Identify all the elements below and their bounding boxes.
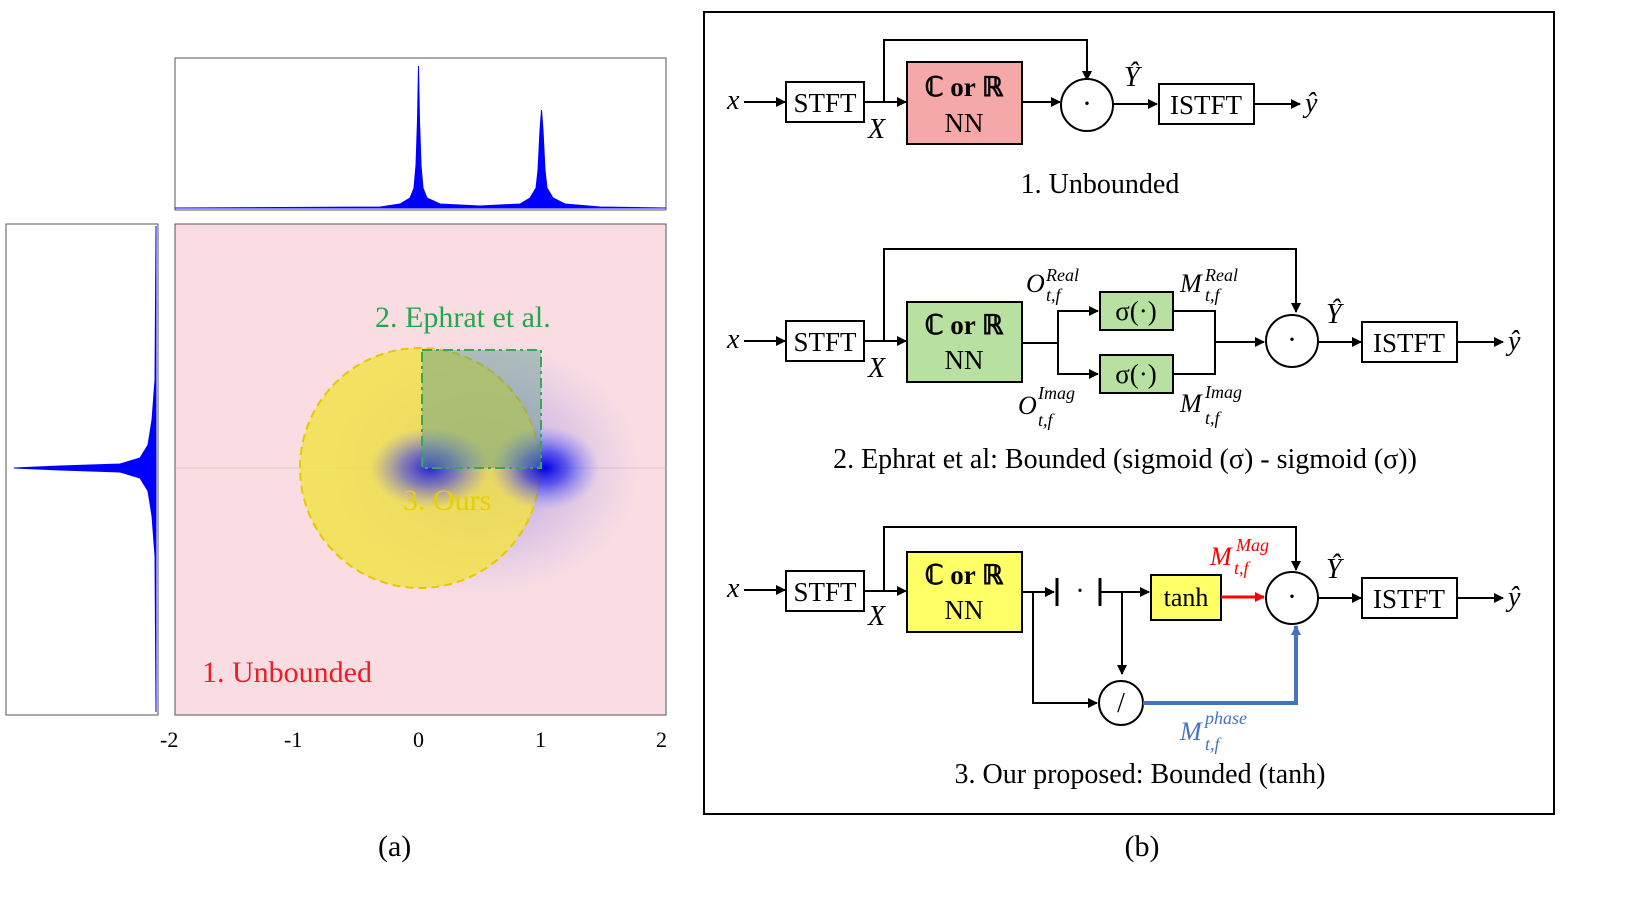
stft-box-2: [785, 320, 865, 362]
svg-text:M: M: [1179, 717, 1203, 746]
svg-text:phase: phase: [1203, 708, 1247, 728]
svg-text:M: M: [1179, 269, 1203, 298]
sigmoid-box-imag: [1099, 354, 1174, 394]
mult-symbol-1: ·: [1082, 87, 1092, 120]
svg-text:t,f: t,f: [1046, 285, 1064, 305]
Yhat-label-1: Ŷ: [1124, 62, 1143, 93]
svg-text:t,f: t,f: [1038, 410, 1056, 430]
X-label-2: X: [867, 353, 886, 384]
caption-1: 1. Unbounded: [1021, 169, 1180, 200]
X-label-1: X: [867, 114, 886, 145]
left-histogram: [5, 223, 159, 716]
label-unbounded: 1. Unbounded: [202, 656, 372, 689]
nn-label-top-3: ℂ or ℝ: [925, 560, 1004, 590]
density-blob-one: [490, 426, 600, 510]
svg-text:M: M: [1179, 389, 1203, 418]
input-x-1: x: [726, 85, 740, 116]
ephrat-region: [421, 349, 542, 469]
top-histogram-curve: [174, 65, 667, 209]
nn-label-bottom-1: NN: [945, 108, 984, 138]
istft-box-2: [1361, 321, 1458, 363]
istft-box-3: [1361, 577, 1458, 619]
Yhat-label-3: Ŷ: [1326, 554, 1345, 585]
svg-text:t,f: t,f: [1205, 734, 1223, 754]
label-M-mag: M Mag t,f: [1209, 535, 1269, 578]
svg-text:Mag: Mag: [1235, 535, 1269, 555]
yhat-output-2: ŷ: [1505, 326, 1521, 357]
caption-2: 2. Ephrat et al: Bounded (sigmoid (σ) - …: [833, 444, 1417, 475]
istft-label-1: ISTFT: [1170, 90, 1243, 120]
svg-text:M: M: [1209, 542, 1233, 571]
mult-symbol-2: ·: [1287, 323, 1297, 356]
x-tick-label: 0: [413, 727, 424, 752]
svg-text:Imag: Imag: [1204, 382, 1242, 402]
panel-a: 2. Ephrat et al. 3. Ours 1. Unbounded -2…: [5, 57, 667, 863]
svg-text:Imag: Imag: [1037, 383, 1075, 403]
nn-label-top-2: ℂ or ℝ: [925, 310, 1004, 340]
divide-symbol: /: [1117, 688, 1125, 719]
istft-label-2: ISTFT: [1373, 328, 1446, 358]
nn-label-bottom-2: NN: [945, 345, 984, 375]
nn-label-top-1: ℂ or ℝ: [925, 72, 1004, 102]
svg-text:t,f: t,f: [1205, 285, 1223, 305]
x-tick-label: 2: [656, 727, 667, 752]
left-histogram-curve: [13, 225, 157, 713]
sigmoid-label-real: σ(·): [1115, 296, 1157, 326]
istft-label-3: ISTFT: [1373, 584, 1446, 614]
x-axis: -2 -1 0 1 2: [160, 727, 667, 752]
nn-box-1: [906, 61, 1023, 145]
x-tick-label: -2: [160, 727, 178, 752]
label-ephrat: 2. Ephrat et al.: [375, 301, 551, 334]
svg-text:O: O: [1018, 391, 1037, 420]
tanh-label: tanh: [1164, 583, 1209, 612]
x-tick-label: -1: [284, 727, 302, 752]
sigmoid-box-real: [1099, 291, 1174, 331]
yhat-output-1: ŷ: [1302, 88, 1318, 119]
sigmoid-label-imag: σ(·): [1115, 359, 1157, 389]
stft-label-2: STFT: [793, 327, 857, 357]
density-blob-zero: [370, 428, 490, 508]
phase-arrow: [1143, 625, 1301, 705]
svg-text:Real: Real: [1045, 265, 1079, 285]
label-O-imag: O Imag t,f: [1018, 383, 1075, 430]
nn-label-bottom-3: NN: [945, 595, 984, 625]
input-x-2: x: [726, 324, 740, 355]
caption-b: (b): [1125, 830, 1160, 863]
panel-b: x STFT X ℂ or ℝ NN · Ŷ ISTFT ŷ 1. Unboun…: [703, 11, 1555, 863]
stft-box-3: [785, 570, 865, 612]
label-ours: 3. Ours: [403, 484, 491, 517]
Yhat-label-2: Ŷ: [1326, 299, 1345, 330]
caption-a: (a): [378, 830, 411, 863]
stft-label-1: STFT: [793, 88, 857, 118]
abs-dot: ·: [1075, 576, 1084, 607]
label-M-real: M Real t,f: [1179, 265, 1238, 305]
X-label-3: X: [867, 601, 886, 632]
x-tick-label: 1: [535, 727, 546, 752]
svg-text:t,f: t,f: [1205, 408, 1223, 428]
yhat-output-3: ŷ: [1505, 582, 1521, 613]
top-histogram: [174, 57, 667, 211]
label-M-imag: M Imag t,f: [1179, 382, 1242, 428]
caption-3: 3. Our proposed: Bounded (tanh): [955, 759, 1326, 790]
svg-text:Real: Real: [1204, 265, 1238, 285]
diagram-unbounded: x STFT X ℂ or ℝ NN · Ŷ ISTFT ŷ 1. Unboun…: [726, 39, 1318, 200]
stft-label-3: STFT: [793, 577, 857, 607]
panel-b-frame: [703, 11, 1555, 815]
nn-box-3: [906, 551, 1023, 633]
nn-box-2: [906, 301, 1023, 383]
input-x-3: x: [726, 573, 740, 604]
diagram-ephrat: x STFT X ℂ or ℝ NN σ(·) σ(·) · Ŷ ISTFT: [726, 248, 1521, 475]
svg-text:t,f: t,f: [1234, 558, 1252, 578]
mult-symbol-3: ·: [1287, 580, 1297, 613]
diagram-ours: x STFT X ℂ or ℝ NN · tanh · /: [726, 526, 1521, 790]
svg-text:O: O: [1026, 269, 1045, 298]
label-O-real: O Real t,f: [1026, 265, 1079, 305]
label-M-phase: M phase t,f: [1179, 708, 1247, 754]
main-plot: 2. Ephrat et al. 3. Ours 1. Unbounded: [174, 223, 667, 716]
